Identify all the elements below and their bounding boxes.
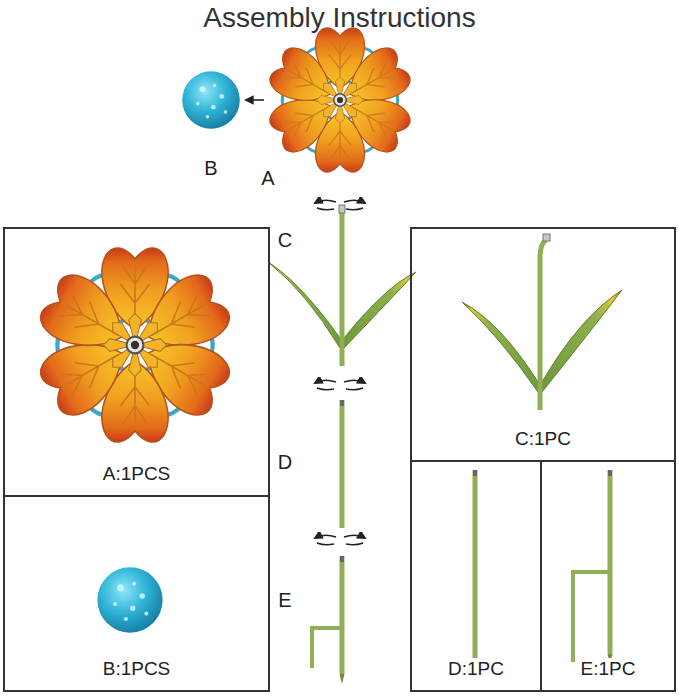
stake-part [573,470,613,664]
rod-part [473,470,477,664]
stake-rod [340,556,345,674]
rotation-arrow [315,380,365,390]
part-cell: D:1PC [410,460,542,692]
stem-part [268,205,416,366]
rod-part [340,400,344,528]
stake-rod [608,470,613,654]
stem-cap [543,234,550,241]
rod-tip [340,400,344,406]
stake-part [312,556,345,684]
leaf [462,302,538,392]
stake-foot [312,628,342,668]
rotation-arrow [315,535,365,545]
part-letter: E [278,589,291,611]
part-letter: B [204,157,217,179]
rod-tip [340,556,344,562]
stake-spike [340,674,345,684]
stem-part [462,234,622,410]
stem-rod [340,212,345,366]
quantity-label: C:1PC [515,428,571,460]
stake-foot [573,572,610,662]
leaf [344,272,416,348]
quantity-label: B:1PCS [103,658,171,690]
quantity-label: D:1PC [448,658,504,690]
part-letter: A [261,167,274,189]
diagram-title: Assembly Instructions [0,0,679,36]
part-cell: B:1PCS [3,495,270,692]
part-cell: C:1PC [410,227,676,462]
part-letter: D [278,451,292,473]
flower-part [265,28,414,172]
quantity-label: E:1PC [581,658,636,690]
rod [473,470,478,664]
rod [340,400,345,528]
rod-tip [473,470,477,476]
part-letter: C [278,229,292,251]
assembly-arrow [246,99,264,101]
quantity-label: A:1PCS [103,463,171,495]
stem-cap [339,205,345,213]
part-cell: A:1PCS [3,227,270,497]
leaf [542,290,622,392]
stem-rod [540,240,546,410]
ball-part [97,567,162,632]
part-cell: E:1PC [540,460,676,692]
flower-part [34,248,235,442]
ball-part [182,71,240,129]
leaf [268,262,340,348]
rod-tip [608,470,612,476]
